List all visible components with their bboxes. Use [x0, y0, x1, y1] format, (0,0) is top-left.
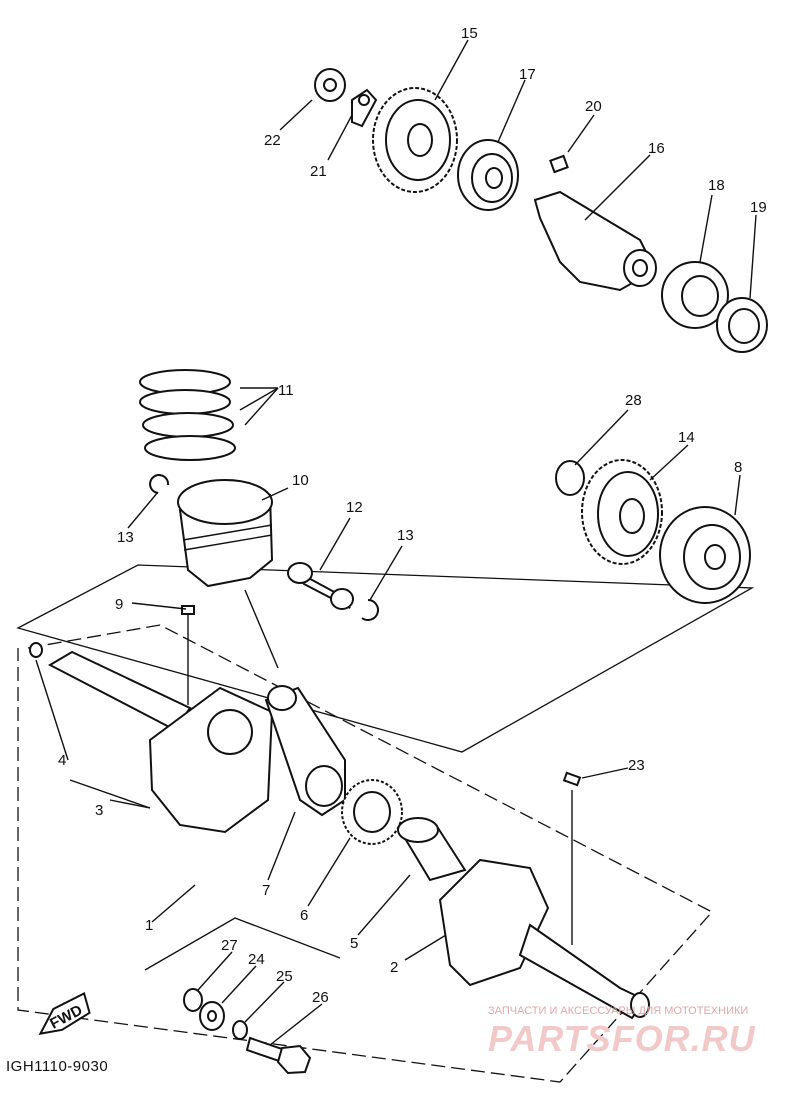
dowel-pin-20 [549, 154, 569, 174]
balancer-gear-14 [581, 459, 663, 565]
label-21: 21 [310, 163, 327, 180]
bolt-26 [245, 1036, 312, 1075]
label-27: 27 [221, 937, 238, 954]
label-15: 15 [461, 25, 478, 42]
circlip-28 [555, 460, 585, 496]
label-24: 24 [248, 951, 265, 968]
connecting-rod-7 [264, 685, 346, 817]
crank-right-web-2 [438, 858, 650, 1020]
label-5: 5 [350, 935, 358, 952]
circlip-13-left [149, 474, 170, 494]
label-7: 7 [262, 882, 270, 899]
piston-rings-11 [139, 369, 236, 461]
diagram-code: IGH1110-9030 [6, 1058, 109, 1075]
oil-seal-19 [716, 297, 768, 353]
bearing-8 [659, 506, 751, 604]
label-3: 3 [95, 802, 103, 819]
washer-24 [199, 1001, 225, 1031]
label-23: 23 [628, 757, 645, 774]
piston-10 [177, 479, 274, 588]
watermark-logo: PARTSFOR.RU [488, 1018, 756, 1059]
label-19: 19 [750, 199, 767, 216]
crank-left-shaft-4 [29, 642, 192, 732]
label-11: 11 [278, 382, 294, 399]
crank-left-web-3 [148, 686, 274, 834]
nut-22 [314, 68, 346, 102]
leader-lines [35, 39, 757, 1046]
label-13-left: 13 [117, 529, 134, 546]
label-6: 6 [300, 907, 308, 924]
watermark-tagline: ЗАПЧАСТИ И АКСЕССУАРЫ ДЛЯ МОТОТЕХНИКИ [488, 1005, 749, 1017]
label-28: 28 [625, 392, 642, 409]
camshaft-16 [533, 190, 657, 292]
crankshaft-assembly-frame [16, 564, 755, 753]
label-10: 10 [292, 472, 309, 489]
label-22: 22 [264, 132, 281, 149]
label-8: 8 [734, 459, 742, 476]
label-25: 25 [276, 968, 293, 985]
circlip-13-right [361, 599, 379, 621]
label-20: 20 [585, 98, 602, 115]
label-4: 4 [58, 752, 66, 769]
lock-washer-25 [232, 1020, 248, 1040]
label-16: 16 [648, 140, 665, 157]
fwd-arrow-icon [38, 992, 91, 1035]
needle-bearing-6 [341, 779, 403, 845]
label-2: 2 [390, 959, 398, 976]
key-23 [562, 771, 582, 787]
label-12: 12 [346, 499, 363, 516]
label-18: 18 [708, 177, 725, 194]
lock-washer-21 [351, 88, 378, 128]
o-ring-27 [183, 988, 203, 1012]
cam-sprocket-15 [372, 87, 458, 193]
bearing-17 [457, 139, 519, 211]
woodruff-key-9 [181, 605, 195, 615]
washer-group-frame [144, 917, 341, 971]
crank-pin-5 [397, 817, 467, 882]
label-1: 1 [145, 917, 153, 934]
label-9: 9 [115, 596, 123, 613]
piston-pin-12 [287, 562, 354, 610]
bearing-18 [661, 261, 729, 329]
label-13-right: 13 [397, 527, 414, 544]
label-26: 26 [312, 989, 329, 1006]
label-14: 14 [678, 429, 695, 446]
label-17: 17 [519, 66, 536, 83]
